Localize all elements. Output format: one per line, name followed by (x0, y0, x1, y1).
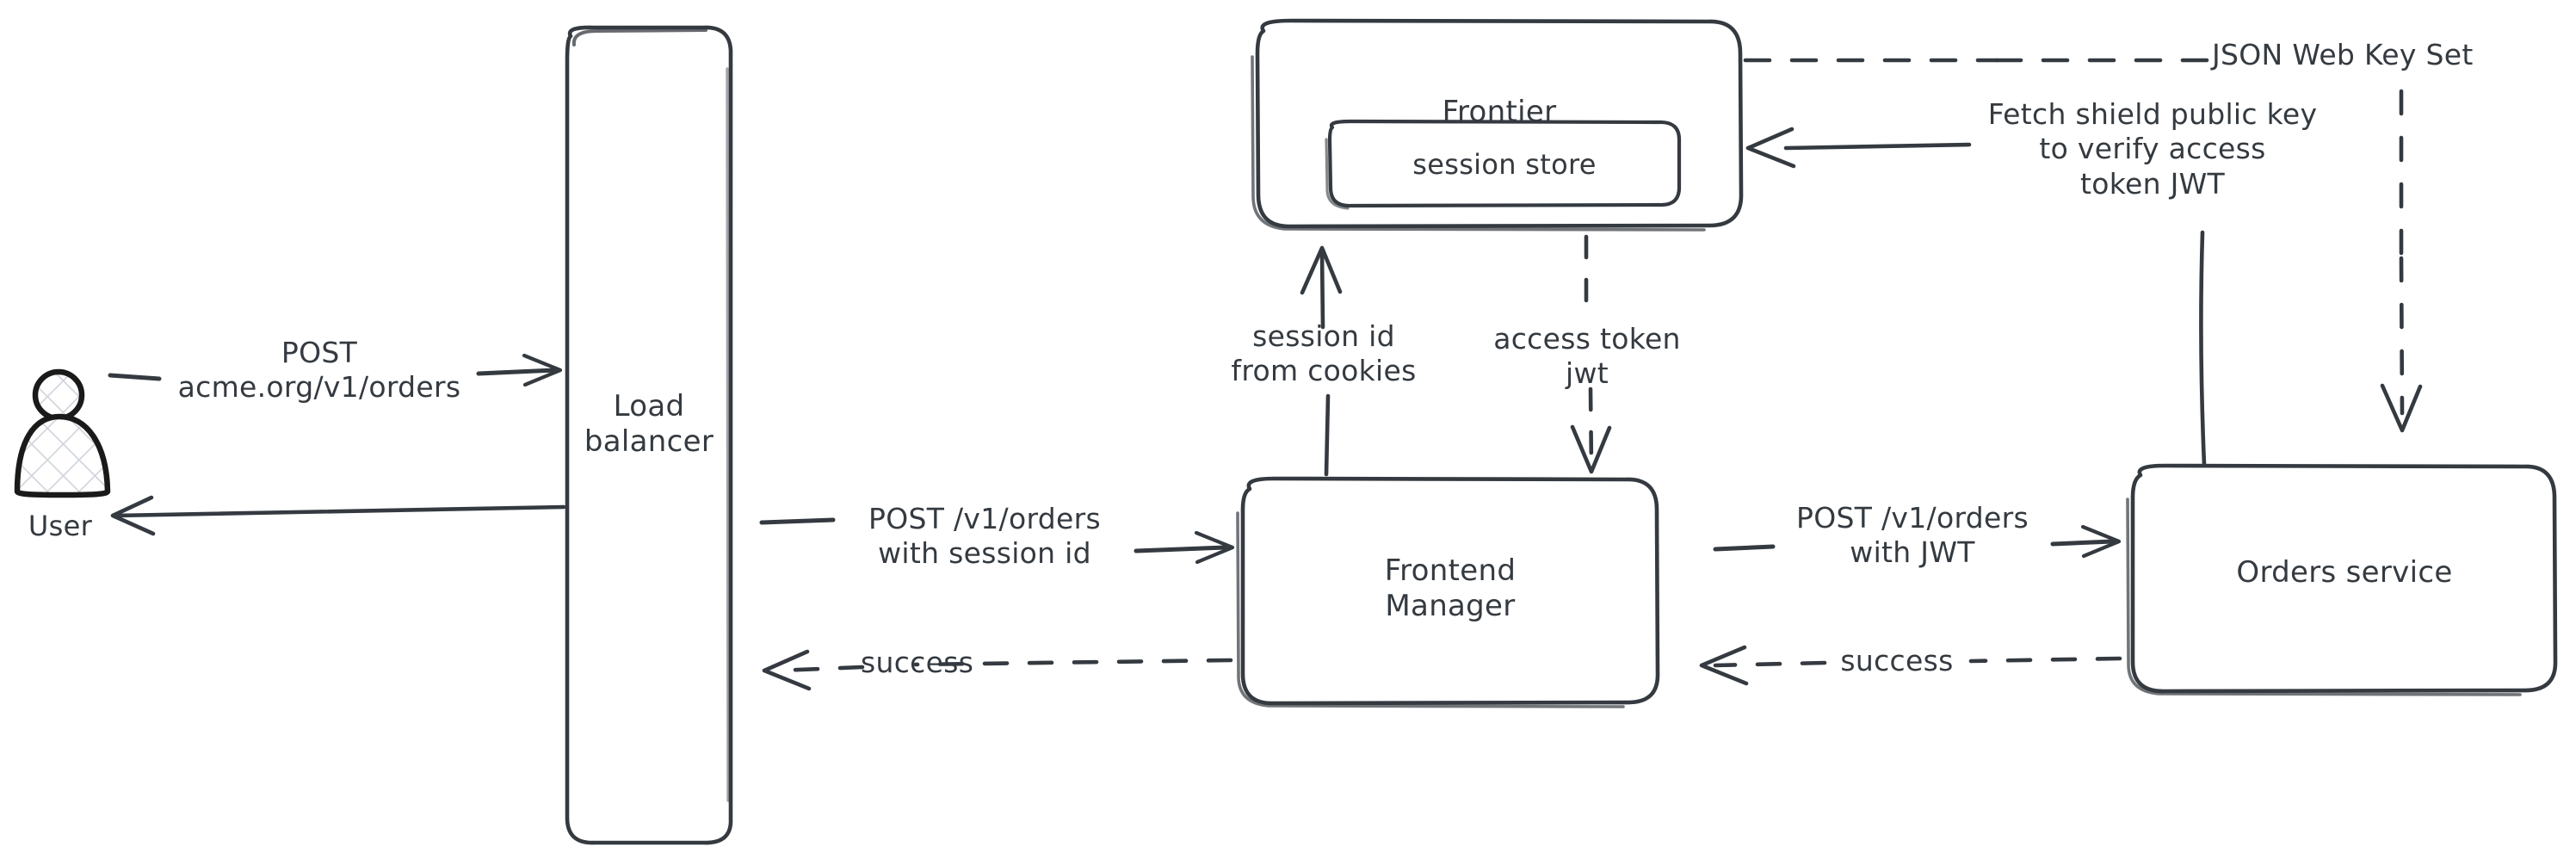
edge-frontend-manager-to-frontier (1300, 245, 1343, 477)
frontier-label: Frontier (1442, 95, 1557, 129)
edge-label-success-left: success (861, 646, 974, 679)
frontend-manager-node (1236, 476, 1660, 708)
edge-label-fetch-shield-public-key: Fetch shield public key to verify access… (1987, 97, 2318, 201)
session-store-node (1325, 119, 1682, 210)
edge-label-access-token-jwt: access token jwt (1493, 322, 1681, 391)
orders-service-node (2126, 463, 2558, 696)
edge-label-session-id-from-cookies: session id from cookies (1231, 319, 1417, 388)
edge-orders-service-to-frontend-manager (1699, 645, 2122, 686)
edge-load-balancer-to-frontend-manager (759, 517, 1232, 562)
edge-label-post-acme: POST acme.org/v1/orders (177, 336, 461, 405)
load-balancer-label: Load balancer (584, 389, 714, 460)
edge-frontier-to-orders-service (1743, 58, 2423, 433)
edge-frontend-manager-to-load-balancer (762, 649, 1233, 691)
edge-label-success-right: success (1840, 644, 1954, 677)
user-actor-icon (14, 368, 111, 498)
edge-frontend-manager-to-orders-service (1713, 527, 2119, 556)
edge-label-json-web-key-set: JSON Web Key Set (2212, 38, 2474, 71)
edge-orders-service-to-frontier (1745, 127, 2207, 467)
frontend-manager-label: Frontend Manager (1384, 553, 1517, 624)
session-store-label: session store (1412, 148, 1597, 181)
edge-label-post-jwt: POST /v1/orders with JWT (1796, 501, 2029, 570)
user-actor-label: User (28, 510, 93, 542)
edge-label-post-session-id: POST /v1/orders with session id (868, 502, 1101, 571)
edge-user-to-load-balancer (108, 355, 560, 385)
edge-load-balancer-to-user (110, 495, 566, 536)
edge-frontier-to-frontend-manager (1570, 234, 1612, 474)
load-balancer-node (565, 25, 733, 845)
orders-service-label: Orders service (2236, 555, 2453, 590)
